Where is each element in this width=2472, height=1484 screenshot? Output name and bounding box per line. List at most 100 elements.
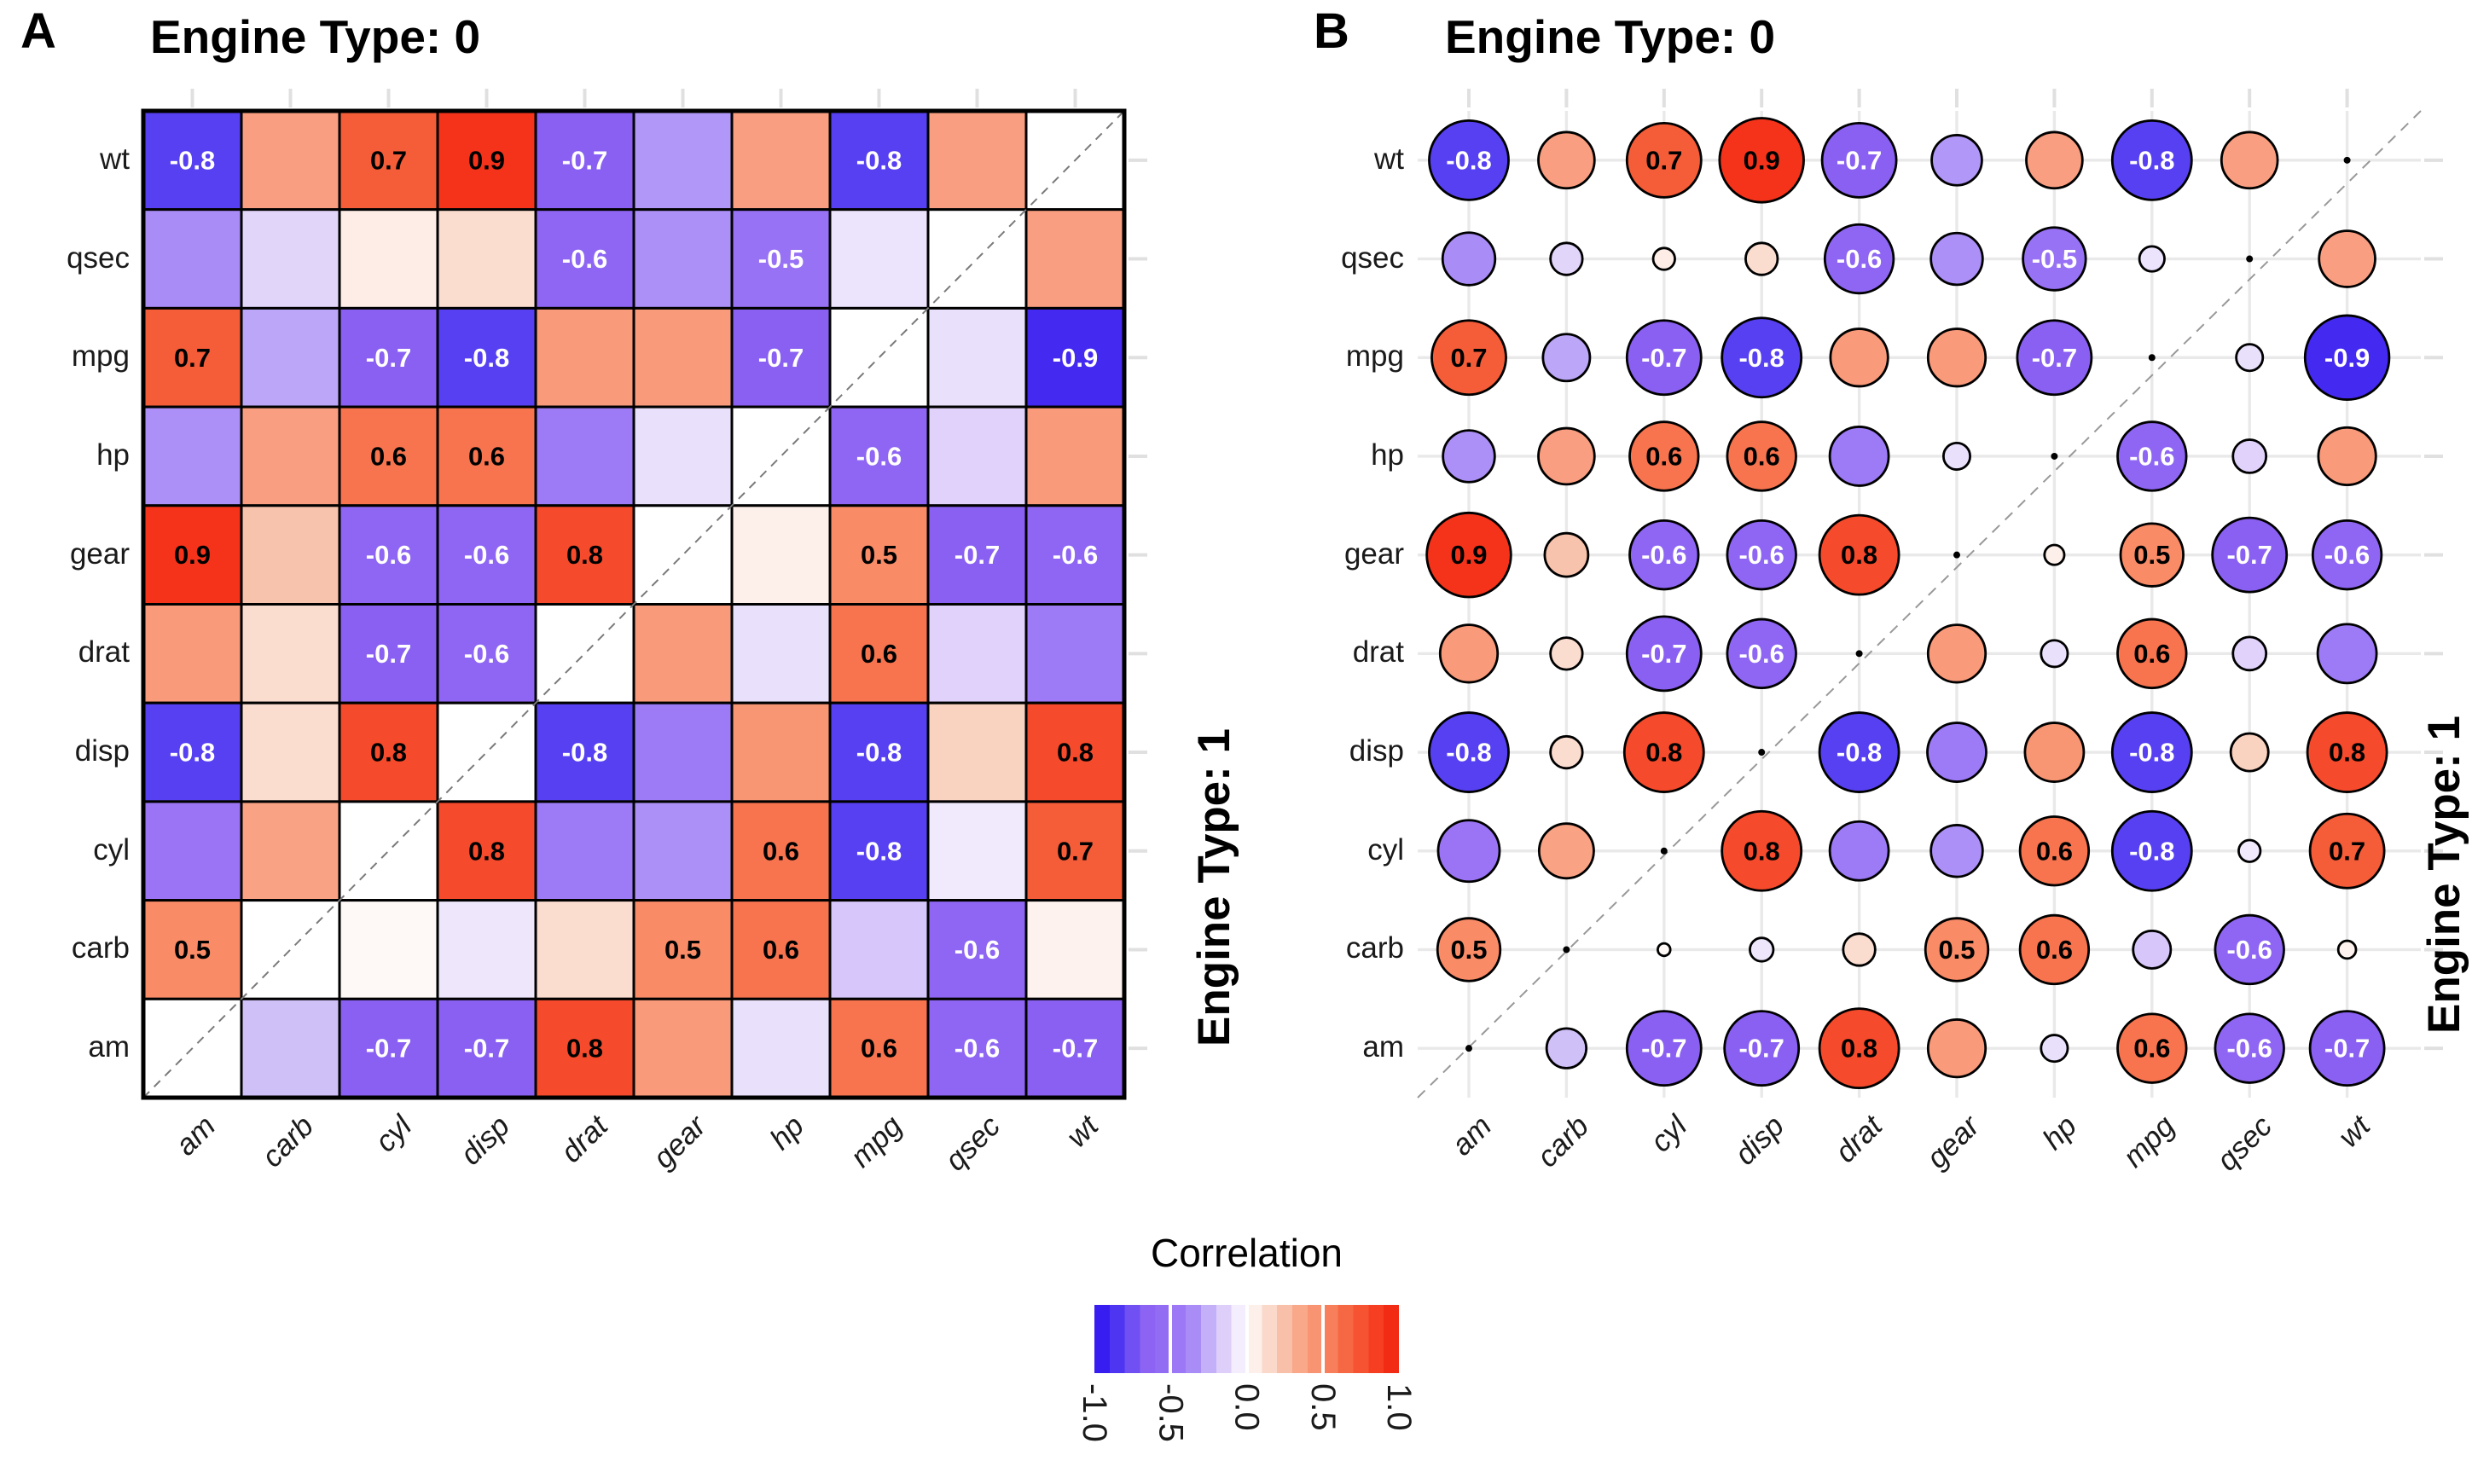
heatmap-cell [240, 800, 341, 902]
cell-value-label: -0.8 [170, 738, 215, 768]
circle-value-label: 0.8 [1645, 738, 1682, 768]
y-axis-label-am: am [1362, 1030, 1404, 1064]
heatmap-cell [436, 899, 537, 1000]
correlation-circle [1428, 711, 1510, 793]
cell-value-label: -0.9 [1053, 343, 1098, 373]
heatmap-cell [632, 109, 734, 212]
y-axis-label-cyl: cyl [93, 832, 130, 867]
cell-value-label: -0.6 [562, 244, 607, 274]
colorbar-white-tick [1320, 1301, 1325, 1377]
circle-value-label: 0.9 [1450, 540, 1487, 570]
y-axis-label-qsec: qsec [67, 241, 130, 275]
heatmap-cell [1024, 208, 1126, 310]
heatmap-cell [1024, 701, 1126, 803]
heatmap-cell [632, 997, 734, 1099]
correlation-circle [1749, 936, 1775, 963]
cell-value-label: -0.7 [464, 1034, 509, 1064]
cell-value-label: -0.6 [1053, 540, 1098, 570]
colorbar-tick-label: 0.5 [1303, 1383, 1342, 1431]
heatmap-cell [730, 603, 832, 704]
correlation-circle [2025, 130, 2084, 190]
heatmap-cell [240, 109, 341, 212]
circle-value-label: 0.8 [1841, 1034, 1877, 1064]
heatmap-cell [338, 603, 439, 704]
circle-value-label: -0.6 [2226, 1034, 2272, 1064]
correlation-circle [1820, 121, 1898, 199]
heatmap-cell [142, 899, 243, 1000]
correlation-circle [1537, 426, 1596, 486]
correlation-circle [1625, 121, 1703, 199]
heatmap-cell [436, 603, 537, 704]
heatmap-cell [338, 504, 439, 606]
circle-value-label: -0.7 [2032, 343, 2077, 373]
correlation-circle [2043, 543, 2066, 566]
heatmap-cell [436, 997, 537, 1099]
diagonal-dashed-line [142, 110, 1125, 1099]
correlation-circle [1441, 231, 1497, 287]
diagonal-dot [2246, 255, 2254, 263]
correlation-circle [2023, 722, 2086, 783]
correlation-circle [2231, 635, 2268, 672]
correlation-circle [1926, 623, 1987, 684]
correlation-circle [1651, 246, 1676, 271]
circle-value-label: 0.6 [2133, 1034, 2170, 1064]
heatmap-cell [926, 405, 1028, 507]
correlation-circle [1829, 328, 1889, 388]
cell-value-label: 0.7 [370, 145, 407, 175]
heatmap-cell [730, 405, 832, 507]
correlation-circle [1537, 130, 1596, 190]
heatmap-cell [828, 208, 930, 310]
diagonal-dot [1953, 551, 1960, 559]
correlation-circle [2237, 838, 2262, 863]
correlation-circle [1430, 319, 1507, 397]
heatmap-cell [828, 405, 930, 507]
circle-value-label: 0.6 [1744, 441, 1780, 471]
correlation-circle [1549, 734, 1584, 770]
heatmap-cell [436, 306, 537, 409]
heatmap-cell [926, 800, 1028, 902]
heatmap-cell [534, 306, 635, 409]
correlation-circle [1628, 420, 1700, 492]
cell-value-label: -0.5 [758, 244, 804, 274]
correlation-circle [1942, 441, 1972, 471]
cell-value-label: -0.6 [955, 1034, 1000, 1064]
heatmap-cell [142, 701, 243, 803]
colorbar-tick-label: -0.5 [1152, 1383, 1190, 1442]
heatmap-cell [534, 504, 635, 606]
cell-value-label: -0.7 [758, 343, 804, 373]
circle-value-label: 0.7 [1450, 343, 1487, 373]
colorbar-white-tick [1169, 1301, 1173, 1377]
y-axis-label-qsec: qsec [1341, 241, 1404, 275]
heatmap-cell [730, 109, 832, 212]
heatmap-cell [240, 405, 341, 507]
correlation-circle [1930, 134, 1983, 187]
cell-value-label: 0.6 [763, 836, 799, 866]
diagonal-dot [2148, 354, 2156, 362]
circle-value-label: -0.8 [2129, 738, 2174, 768]
correlation-circle [1657, 942, 1672, 958]
circle-value-label: 0.5 [1938, 935, 1975, 965]
correlation-circle [1428, 119, 1510, 201]
heatmap-cell [142, 405, 243, 507]
cell-value-label: 0.7 [1057, 836, 1094, 866]
correlation-circle [1721, 809, 1803, 892]
correlation-circle [2316, 623, 2378, 685]
cell-value-label: -0.8 [856, 836, 902, 866]
circle-value-label: -0.7 [1641, 1034, 1686, 1064]
heatmap-cell [1024, 603, 1126, 704]
cell-value-label: 0.8 [566, 540, 603, 570]
y-axis-label-am: am [88, 1030, 130, 1064]
y-axis-label-carb: carb [1345, 931, 1404, 965]
cell-value-label: -0.7 [366, 639, 411, 669]
heatmap-cell [828, 800, 930, 902]
circle-value-label: 0.8 [1744, 836, 1780, 866]
cell-value-label: 0.6 [861, 639, 897, 669]
correlation-circle [1436, 819, 1501, 884]
heatmap-cell [534, 603, 635, 704]
heatmap-cell [632, 800, 734, 902]
circle-value-label: -0.6 [1738, 639, 1784, 669]
cell-value-label: 0.9 [174, 540, 211, 570]
heatmap-cell [240, 504, 341, 606]
correlation-circle [1818, 1007, 1900, 1090]
